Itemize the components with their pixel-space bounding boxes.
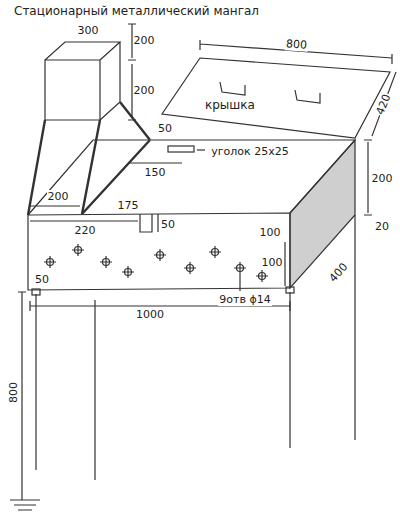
air-holes — [44, 244, 268, 282]
dimension-line — [30, 220, 138, 221]
dimension-line — [157, 214, 158, 232]
hole-cross — [154, 249, 166, 261]
dimension-line — [128, 162, 182, 163]
front-panel — [28, 213, 290, 290]
part-name: крышка — [205, 98, 255, 112]
dimension-label: 200 — [133, 84, 156, 97]
dimension-label: 20 — [374, 220, 390, 233]
hole-cross — [184, 262, 196, 274]
coal-hopper — [45, 42, 120, 120]
leg — [36, 215, 355, 480]
dimension-label: 420 — [373, 91, 394, 117]
dimension-label: 400 — [325, 259, 350, 285]
air-hole — [256, 270, 268, 282]
hole-cross — [209, 246, 221, 258]
dimension-label: 50 — [34, 273, 50, 286]
air-hole — [72, 244, 84, 256]
dimension-label: 50 — [160, 218, 176, 231]
hole-cross — [44, 256, 56, 268]
foot — [32, 289, 40, 295]
note-label: 9отв ϕ14 — [218, 293, 271, 306]
chute — [28, 102, 150, 215]
drawing-title: Стационарный металлический мангал — [14, 4, 259, 18]
hole-cross — [100, 256, 112, 268]
hole-cross — [256, 270, 268, 282]
lid-outline — [160, 52, 395, 142]
hole-cross — [122, 266, 134, 278]
dimension-label: 175 — [117, 199, 140, 212]
slot — [140, 214, 152, 232]
dimension-label: 200 — [47, 190, 70, 203]
dimension-label: 800 — [284, 37, 308, 52]
hole-cross — [72, 244, 84, 256]
air-hole — [209, 246, 221, 258]
dimension-label: 150 — [144, 166, 167, 179]
angle-bracket — [168, 146, 194, 152]
dimension-label: 220 — [74, 224, 97, 237]
dimension-line — [284, 242, 285, 286]
hole-cross — [234, 262, 246, 274]
lid-plate — [162, 58, 390, 138]
dimension-label: 50 — [157, 122, 173, 135]
air-hole — [44, 256, 56, 268]
air-hole — [154, 249, 166, 261]
dimension-line — [372, 72, 396, 136]
ground-symbol — [10, 500, 40, 510]
dimension-label: 100 — [261, 256, 284, 269]
leader-line — [197, 149, 205, 150]
note-label: уголок 25х25 — [210, 145, 289, 158]
dimension-label: 800 — [7, 381, 20, 404]
air-hole — [100, 256, 112, 268]
dimension-line — [30, 205, 80, 206]
air-hole — [122, 266, 134, 278]
air-hole — [234, 262, 246, 274]
foot — [286, 287, 294, 293]
dimension-label: 200 — [371, 172, 394, 185]
dimension-label: 300 — [77, 24, 100, 37]
lid-panel: крышка — [160, 52, 395, 142]
air-hole — [184, 262, 196, 274]
dimension-label: 100 — [259, 226, 282, 239]
top-rim — [28, 140, 355, 215]
dimension-label: 200 — [133, 34, 156, 47]
dimension-label: 1000 — [135, 308, 165, 321]
side-panel — [290, 140, 355, 288]
leader-line — [239, 274, 240, 291]
